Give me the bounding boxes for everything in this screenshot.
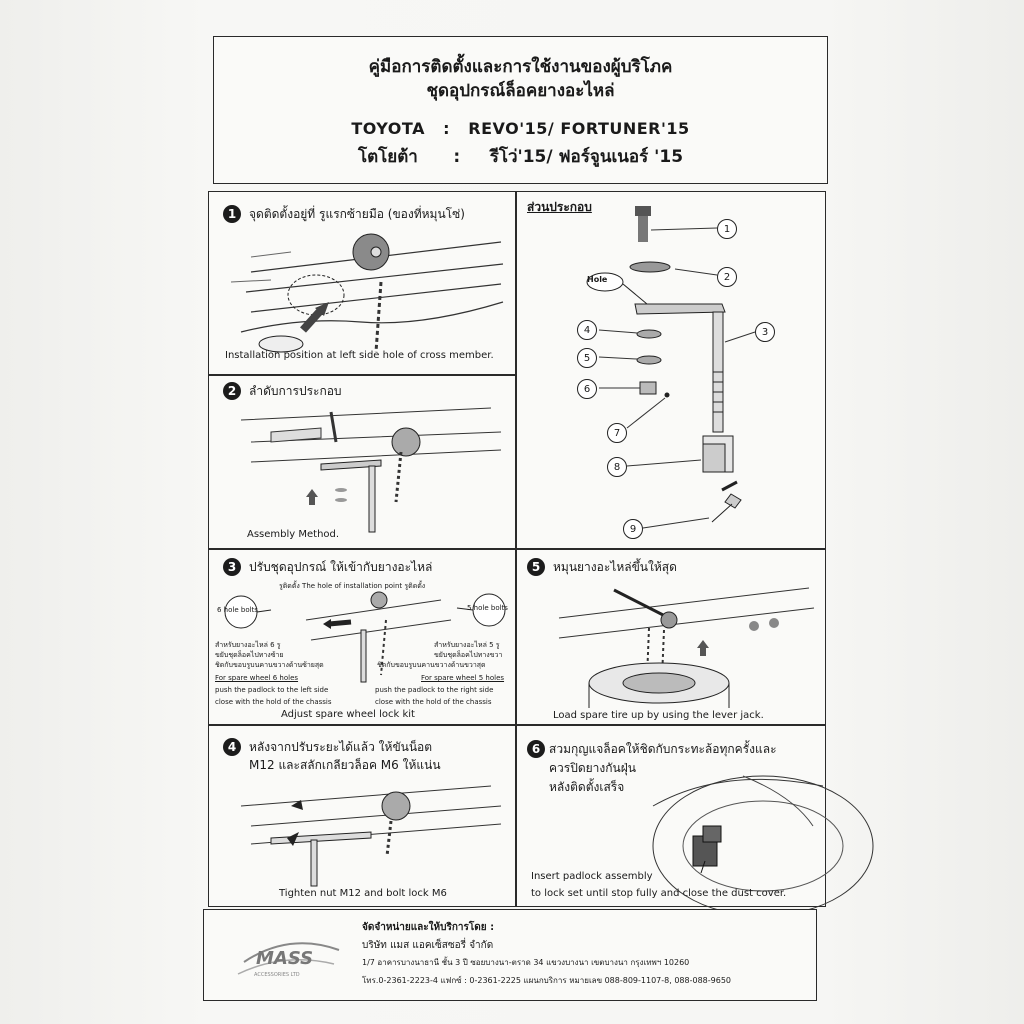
- svg-text:ACCESSORIES LTD: ACCESSORIES LTD: [254, 972, 300, 978]
- step-1-caption: Installation position at left side hole …: [225, 350, 494, 361]
- step-5-title: หมุนยางอะไหล่ขึ้นให้สุด: [553, 560, 677, 574]
- step-6-number: 6: [527, 740, 545, 758]
- step-4-title-line-1: หลังจากปรับระยะได้แล้ว ให้ขันน็อต: [249, 740, 433, 754]
- step-2-number: 2: [223, 382, 241, 400]
- bubble-5-hole: 5 hole bolts: [467, 604, 508, 612]
- right-thai-3: ชิดกับขอบรูบนคานขวางด้านขวาสุด: [377, 661, 486, 669]
- right-thai-2: ขยับชุดล็อคไปทางขวา: [434, 651, 503, 659]
- step-1-title: จุดติดตั้งอยู่ที่ รูแรกซ้ายมือ (ของที่หม…: [249, 207, 465, 221]
- callout-1: 1: [717, 219, 737, 239]
- bubble-6-hole: 6 hole bolts: [217, 606, 258, 614]
- step-2-panel: 2 ลำดับการประกอบ Assembly Method.: [208, 375, 516, 549]
- callout-3: 3: [755, 322, 775, 342]
- step-1-number: 1: [223, 205, 241, 223]
- step-3-title: ปรับชุดอุปกรณ์ ให้เข้ากับยางอะไหล่: [249, 560, 433, 574]
- callout-6: 6: [577, 379, 597, 399]
- step-5-number: 5: [527, 558, 545, 576]
- svg-text:MASS: MASS: [256, 948, 313, 969]
- step-3-panel: 3 ปรับชุดอุปกรณ์ ให้เข้ากับยางอะไหล่ รูต…: [208, 549, 516, 725]
- distributed-by: จัดจำหน่ายและให้บริการโดย :: [362, 922, 495, 933]
- left-thai-3: ชิดกับขอบรูบนคานขวางด้านซ้ายสุด: [215, 661, 324, 669]
- step-3-illustration: [224, 591, 506, 683]
- parts-panel: ส่วนประกอบ Hole 1 2 3: [516, 191, 826, 549]
- step-5-panel: 5 หมุนยางอะไหล่ขึ้นให้สุด Load spare tir…: [516, 549, 826, 725]
- callout-5: 5: [577, 348, 597, 368]
- step-4-title-line-2: M12 และสลักเกลียวล็อค M6 ให้แน่น: [249, 758, 441, 772]
- step-5-illustration: [558, 587, 815, 708]
- step-3-caption: Adjust spare wheel lock kit: [281, 709, 415, 720]
- callout-8: 8: [607, 457, 627, 477]
- step-2-illustration: [240, 407, 502, 533]
- callout-4: 4: [577, 320, 597, 340]
- model-thai: โตโยต้า : รีโว่'15/ ฟอร์จูนเนอร์ '15: [357, 147, 684, 167]
- callout-7: 7: [607, 423, 627, 443]
- callout-9: 9: [623, 519, 643, 539]
- left-eng-3: close with the hold of the chassis: [215, 698, 332, 706]
- step-4-illustration: [240, 785, 502, 887]
- footer-box: MASS ACCESSORIES LTD จัดจำหน่ายและให้บริ…: [203, 909, 817, 1001]
- header-box: คู่มือการติดตั้งและการใช้งานของผู้บริโภค…: [213, 36, 828, 184]
- step-1-panel: 1 จุดติดตั้งอยู่ที่ รูแรกซ้ายมือ (ของที่…: [208, 191, 516, 375]
- company-name: บริษัท แมส แอคเซ็สซอรี่ จำกัด: [362, 940, 494, 951]
- left-eng-2: push the padlock to the left side: [215, 686, 329, 694]
- right-eng-2: push the padlock to the right side: [375, 686, 494, 694]
- step-4-panel: 4 หลังจากปรับระยะได้แล้ว ให้ขันน็อต M12 …: [208, 725, 516, 907]
- callout-2: 2: [717, 267, 737, 287]
- step-6-title-line-3: หลังติดตั้งเสร็จ: [549, 780, 625, 794]
- title-line-1: คู่มือการติดตั้งและการใช้งานของผู้บริโภค: [368, 57, 673, 77]
- parts-exploded-diagram: [586, 206, 756, 529]
- right-eng-3: close with the hold of the chassis: [375, 698, 492, 706]
- step-5-caption: Load spare tire up by using the lever ja…: [553, 710, 764, 721]
- model-english: TOYOTA : REVO'15/ FORTUNER'15: [351, 119, 690, 138]
- step-6-title-line-1: สวมกุญแจล็อคให้ชิดกับกระทะล้อทุกครั้งและ: [549, 742, 777, 756]
- left-thai-2: ขยับชุดล็อคไปทางซ้าย: [215, 651, 284, 659]
- parts-title: ส่วนประกอบ: [527, 200, 592, 214]
- hole-label: Hole: [587, 275, 608, 284]
- step-6-caption-line-2: to lock set until stop fully and close t…: [531, 888, 787, 899]
- company-address: 1/7 อาคารบางนาธานี ชั้น 3 ปี ซอยบางนา-ตร…: [362, 958, 690, 967]
- right-thai-1: สำหรับยางอะไหล่ 5 รู: [434, 641, 500, 649]
- step-2-title: ลำดับการประกอบ: [249, 384, 342, 398]
- title-line-2: ชุดอุปกรณ์ล็อคยางอะไหล่: [426, 81, 615, 101]
- mass-logo: MASS ACCESSORIES LTD: [237, 942, 340, 978]
- step-2-caption: Assembly Method.: [247, 529, 340, 540]
- left-thai-1: สำหรับยางอะไหล่ 6 รู: [215, 641, 281, 649]
- company-phone: โทร.0-2361-2223-4 แฟกซ์ : 0-2361-2225 แผ…: [362, 976, 731, 985]
- step-6-title-line-2: ควรปิดยางกันฝุ่น: [549, 761, 636, 775]
- step-6-illustration: [652, 775, 874, 917]
- step-1-illustration: [230, 233, 504, 353]
- step-4-number: 4: [223, 738, 241, 756]
- left-eng-1: For spare wheel 6 holes: [215, 674, 299, 682]
- step-6-panel: 6 สวมกุญแจล็อคให้ชิดกับกระทะล้อทุกครั้งแ…: [516, 725, 874, 917]
- step-3-number: 3: [223, 558, 241, 576]
- step-4-caption: Tighten nut M12 and bolt lock M6: [279, 888, 447, 899]
- step-6-caption-line-1: Insert padlock assembly: [531, 871, 653, 882]
- right-eng-1: For spare wheel 5 holes: [421, 674, 505, 682]
- step-3-hole-note: รูติดตั้ง The hole of installation point…: [279, 582, 426, 590]
